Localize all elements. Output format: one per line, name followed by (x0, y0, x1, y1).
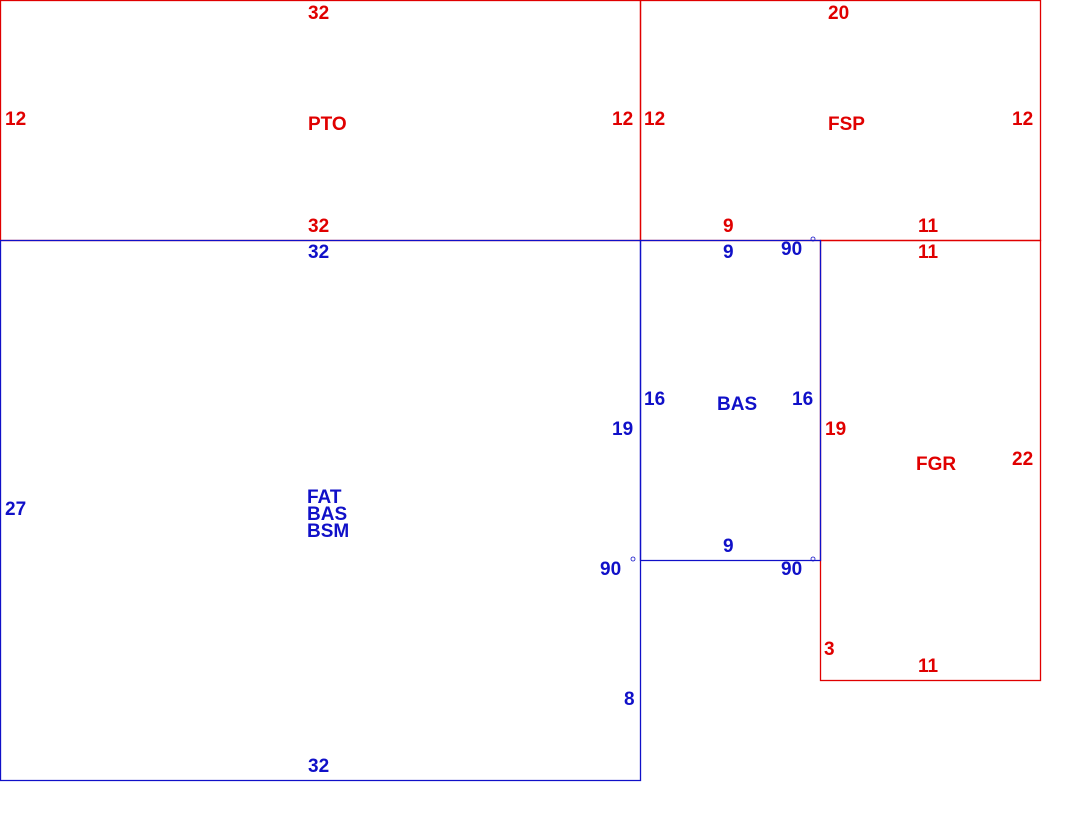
fgr-left-dimension: 19 (825, 419, 846, 440)
main-area-label-fat: FAT (307, 487, 342, 508)
main-area-label-bas: BAS (307, 504, 347, 525)
angle-marker-top-right (810, 236, 816, 242)
bas-small-angle-top-right: 90 (781, 239, 802, 260)
main-bottom-dimension: 32 (308, 756, 329, 777)
main-area-outline (0, 239, 642, 782)
pto-right-dimension: 12 (612, 109, 633, 130)
bas-small-area-label: BAS (717, 394, 757, 415)
fgr-right-dimension: 22 (1012, 449, 1033, 470)
main-left-dimension: 27 (5, 499, 26, 520)
fgr-top-dimension: 11 (918, 242, 939, 263)
fgr-left-lower-dimension: 3 (824, 639, 835, 660)
angle-marker-bottom-right (810, 556, 816, 562)
angle-marker-inner (630, 556, 636, 562)
fsp-area-label: FSP (828, 114, 865, 135)
main-right-upper-dimension: 19 (612, 419, 633, 440)
main-top-dimension: 32 (308, 242, 329, 263)
bas-small-top-dimension: 9 (723, 242, 734, 263)
main-angle-inner: 90 (600, 559, 621, 580)
fsp-bottom-left-dimension: 9 (723, 216, 734, 237)
main-right-lower-dimension: 8 (624, 689, 635, 710)
bas-small-bottom-dimension: 9 (723, 536, 734, 557)
pto-left-dimension: 12 (5, 109, 26, 130)
bas-small-angle-bottom-right: 90 (781, 559, 802, 580)
bas-small-area-outline (639, 239, 822, 562)
main-area-label-bsm: BSM (307, 521, 349, 542)
fsp-right-dimension: 12 (1012, 109, 1033, 130)
fgr-area-label: FGR (916, 454, 956, 475)
fgr-bottom-dimension: 11 (918, 656, 939, 677)
bas-small-left-dimension: 16 (644, 389, 665, 410)
fsp-top-dimension: 20 (828, 3, 849, 24)
bas-small-right-dimension: 16 (792, 389, 813, 410)
pto-top-dimension: 32 (308, 3, 329, 24)
fsp-bottom-right-dimension: 11 (918, 216, 939, 237)
fsp-left-dimension: 12 (644, 109, 665, 130)
pto-bottom-dimension: 32 (308, 216, 329, 237)
pto-area-label: PTO (308, 114, 347, 135)
